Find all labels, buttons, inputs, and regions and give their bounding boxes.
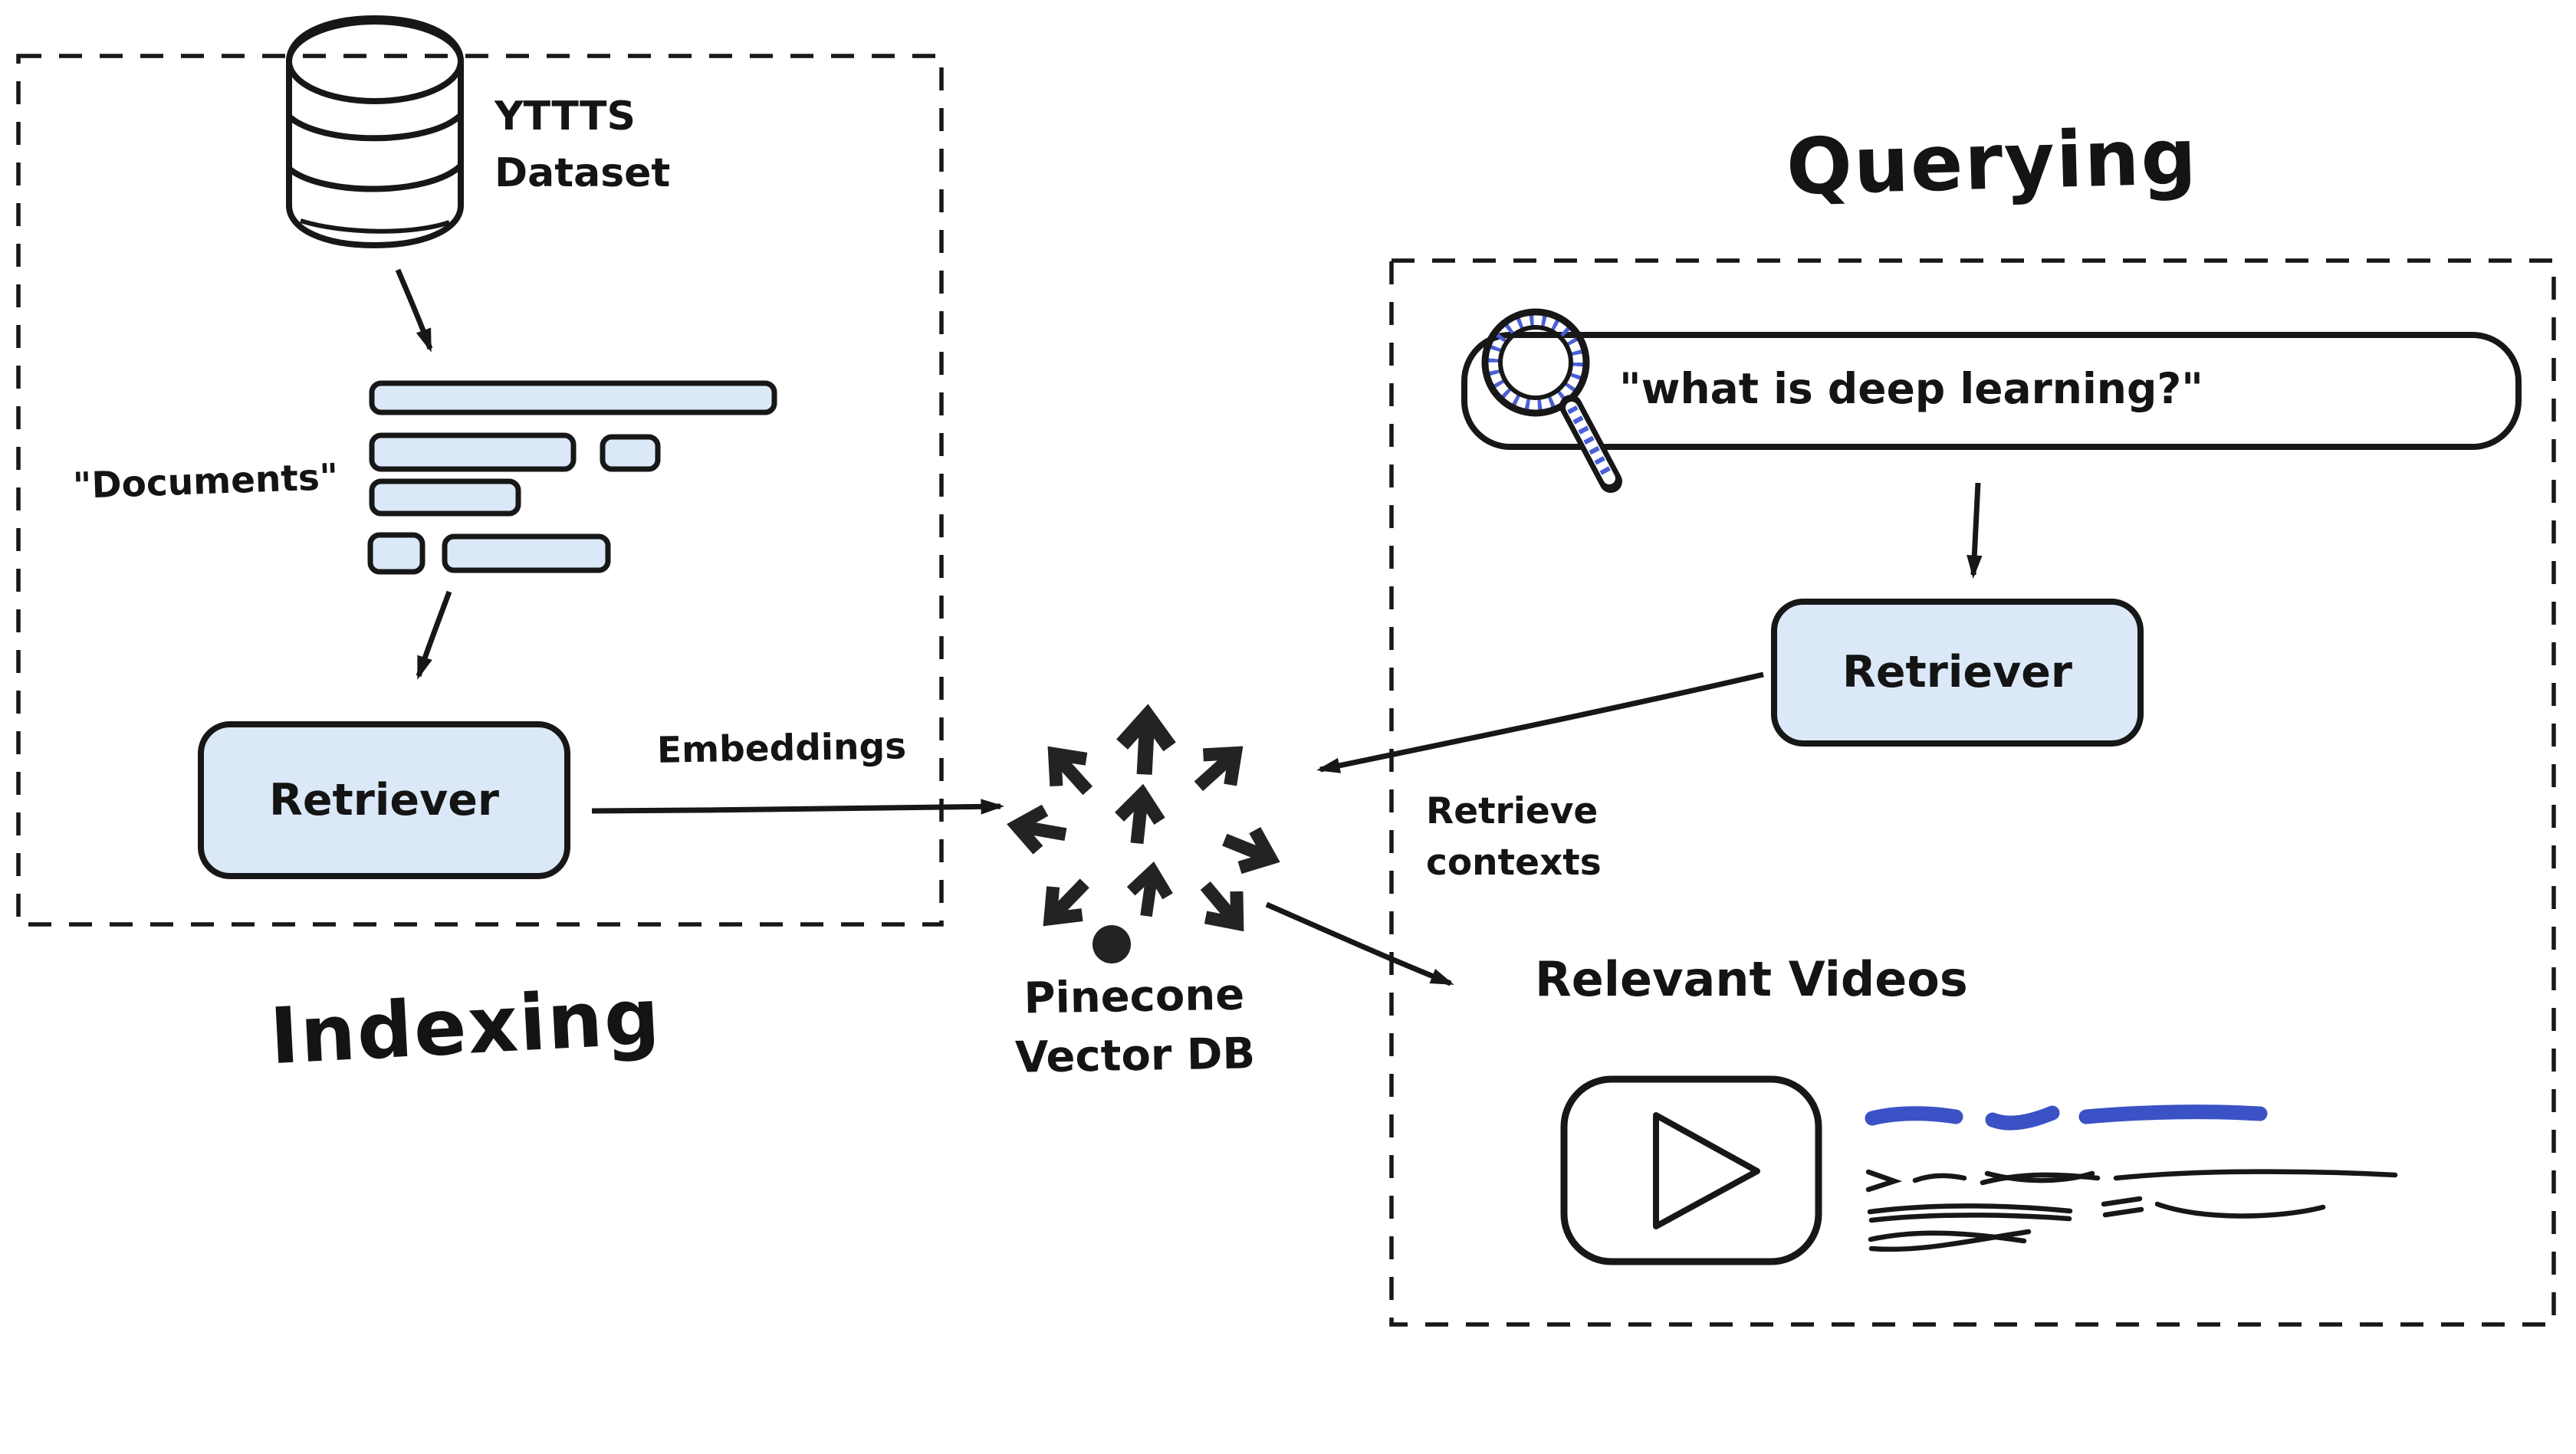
pinecone-vector-db-icon bbox=[1014, 715, 1276, 963]
play-icon bbox=[1653, 1112, 1760, 1229]
yttts-dataset-line2: Dataset bbox=[495, 149, 671, 196]
retrieve-contexts-line2: contexts bbox=[1426, 841, 1602, 884]
embeddings-arrow bbox=[591, 799, 1005, 815]
documents-icon bbox=[367, 380, 777, 575]
indexing-title: Indexing bbox=[268, 970, 663, 1082]
database-icon bbox=[286, 15, 464, 249]
retriever-label-querying: Retriever bbox=[1842, 647, 2073, 698]
search-to-retriever-arrow bbox=[1967, 482, 1983, 579]
video-title-scribble bbox=[1865, 1104, 2268, 1131]
pinecone-to-videos-arrow bbox=[1265, 901, 1454, 986]
pinecone-db-line1: Pinecone bbox=[1023, 970, 1245, 1024]
yttts-dataset-line1: YTTTS bbox=[495, 94, 636, 139]
relevant-videos-label: Relevant Videos bbox=[1535, 951, 1968, 1007]
retriever-box-indexing bbox=[198, 721, 570, 879]
search-query-text: "what is deep learning?" bbox=[1619, 364, 2203, 413]
documents-to-retriever-arrow bbox=[416, 590, 452, 680]
db-to-documents-arrow bbox=[395, 268, 433, 353]
pinecone-db-line2: Vector DB bbox=[1014, 1029, 1256, 1083]
retriever-to-pinecone-arrow bbox=[1316, 671, 1764, 773]
retriever-box-querying bbox=[1771, 599, 2144, 747]
yttts-dataset-label: YTTTS Dataset bbox=[495, 89, 670, 202]
embeddings-label: Embeddings bbox=[656, 725, 907, 772]
search-icon bbox=[1481, 308, 1622, 493]
video-text-scribble bbox=[1865, 1169, 2398, 1252]
retrieve-contexts-line1: Retrieve bbox=[1426, 790, 1598, 832]
querying-title: Querying bbox=[1785, 110, 2200, 213]
retrieve-contexts-label: Retrieve contexts bbox=[1426, 786, 1602, 888]
pinecone-dot bbox=[1092, 925, 1131, 963]
indexing-section-box bbox=[16, 54, 944, 927]
documents-label: "Documents" bbox=[72, 455, 340, 508]
pinecone-db-label: Pinecone Vector DB bbox=[969, 964, 1301, 1088]
search-bar bbox=[1461, 332, 2522, 450]
youtube-icon bbox=[1560, 1075, 1822, 1265]
querying-section-box bbox=[1389, 258, 2556, 1327]
retriever-label-indexing: Retriever bbox=[268, 774, 500, 825]
